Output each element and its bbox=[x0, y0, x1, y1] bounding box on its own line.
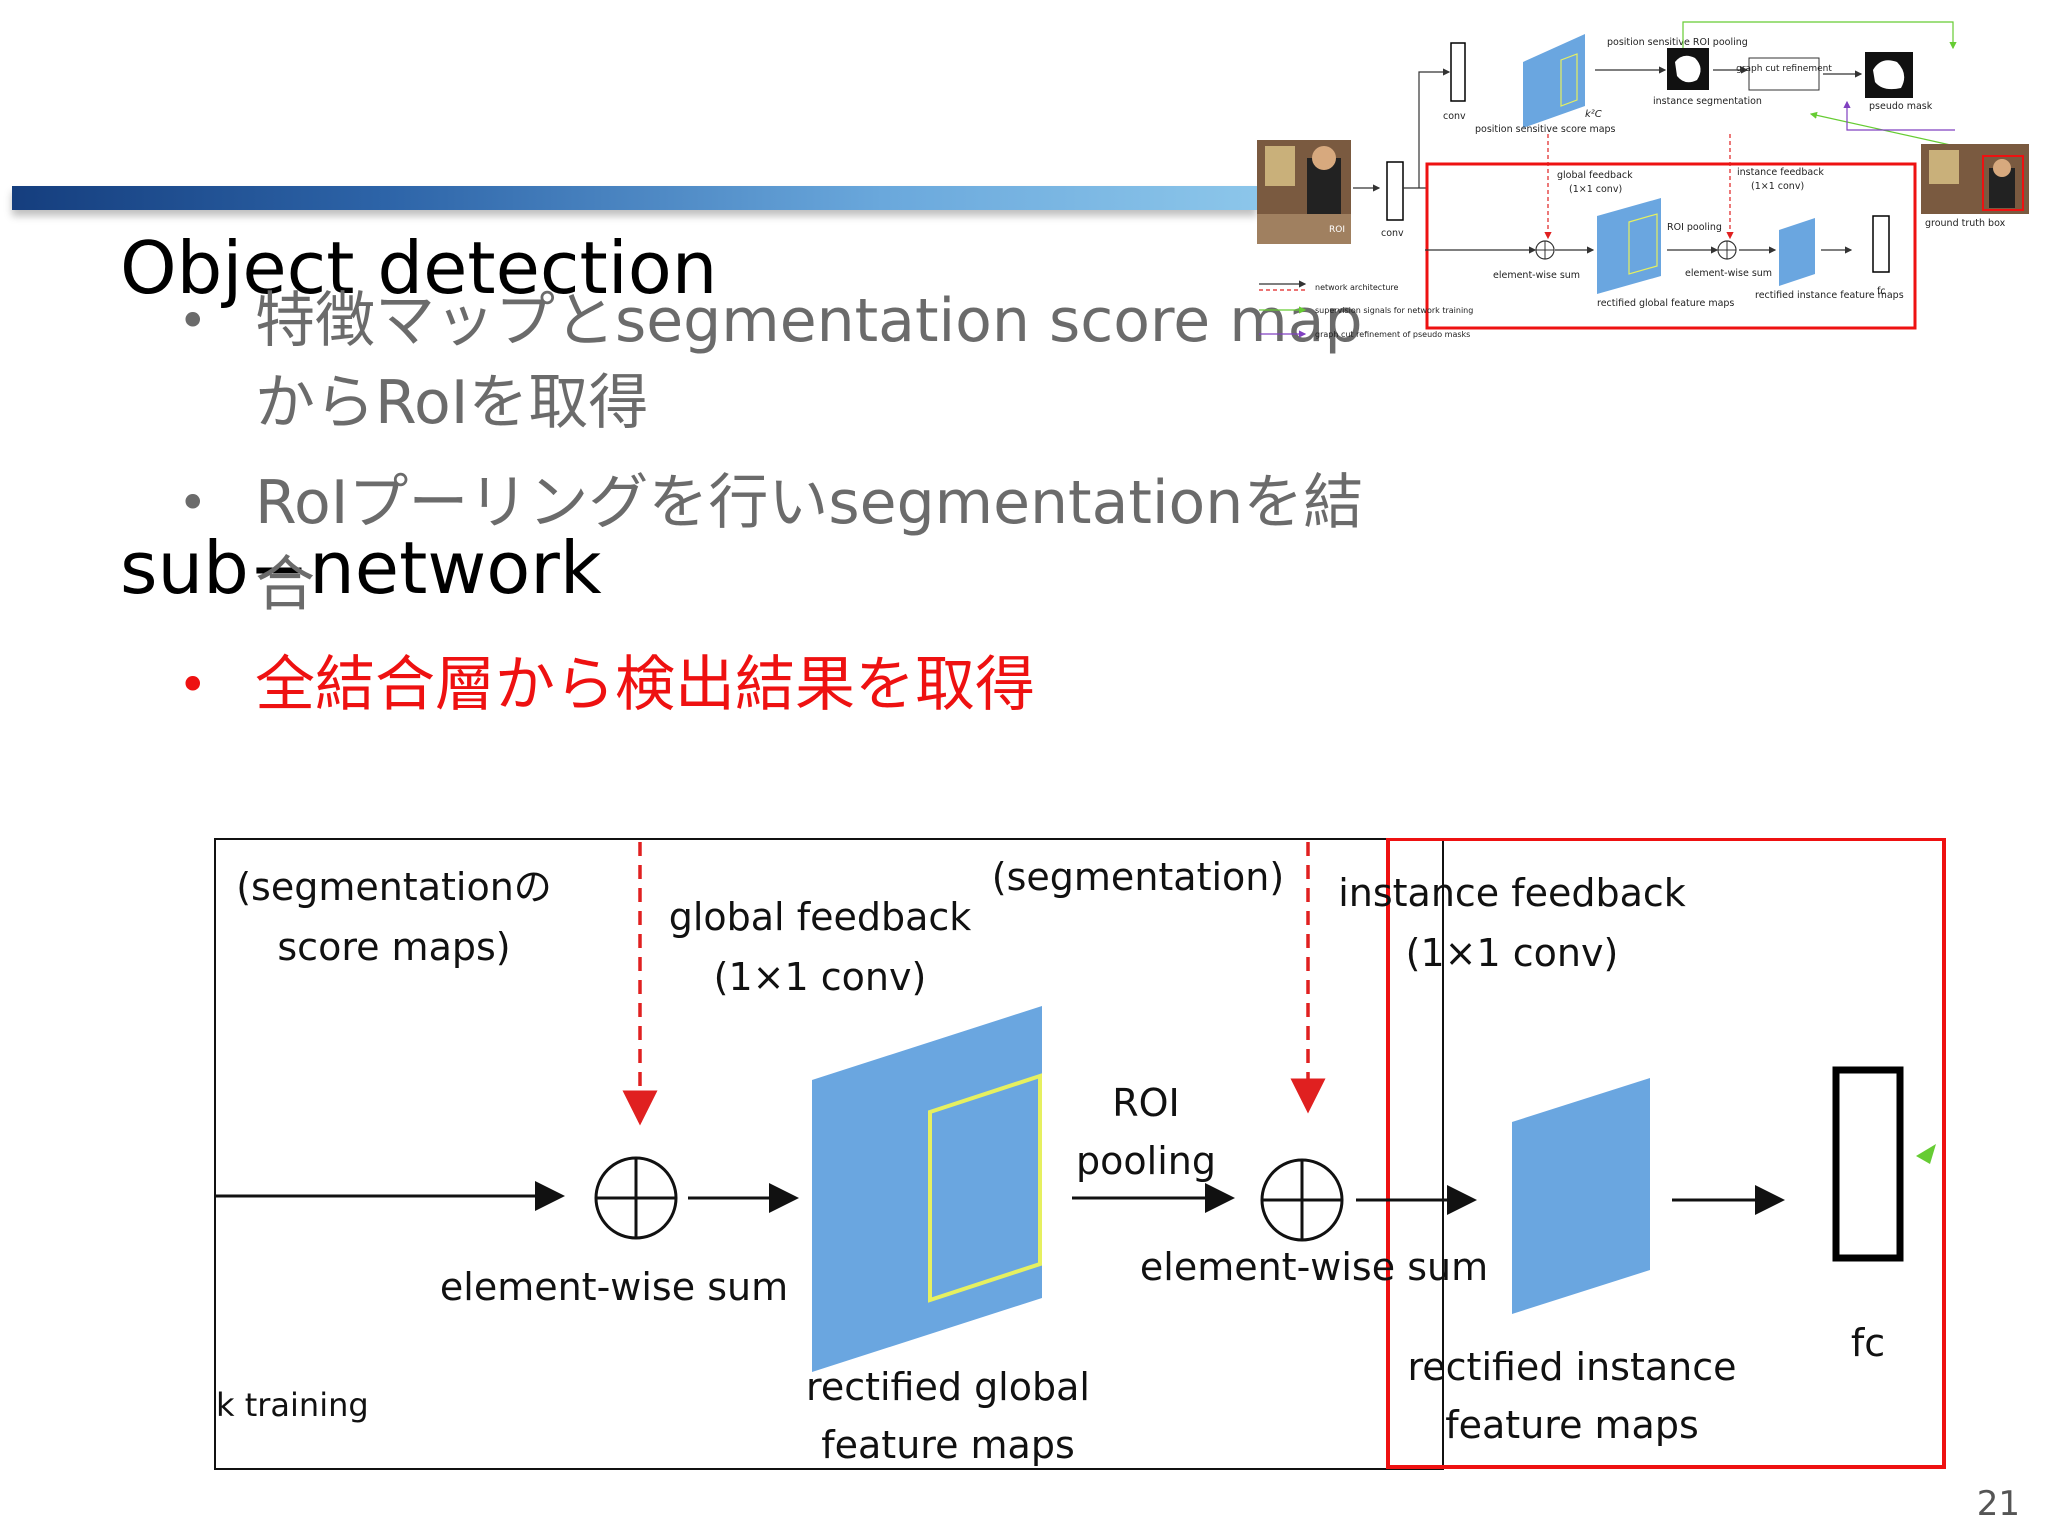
green-supervision-arrow-tip bbox=[1916, 1144, 1936, 1164]
thumb-graph-cut-label: graph cut refinement bbox=[1736, 64, 1832, 74]
thumb-conv-top-box bbox=[1451, 43, 1465, 101]
bullet-item-roi: • 特徴マップとsegmentation score mapからRoIを取得 bbox=[170, 280, 1410, 444]
bullet-item-detection-result: • 全結合層から検出結果を取得 bbox=[170, 644, 1410, 726]
thumb-ps-score-maps-label: position sensitive score maps bbox=[1475, 124, 1616, 135]
rectified-global-label-2: feature maps bbox=[821, 1423, 1075, 1467]
global-feedback-label: global feedback bbox=[669, 895, 972, 939]
thumb-global-feedback-label: global feedback bbox=[1557, 170, 1633, 181]
page-number: 21 bbox=[1977, 1484, 2020, 1524]
bullet-text: 全結合層から検出結果を取得 bbox=[255, 650, 1035, 720]
thumb-graph-cut-box bbox=[1749, 58, 1819, 90]
thumb-score-maps-plane bbox=[1523, 34, 1585, 128]
thumb-fc-box bbox=[1873, 216, 1889, 272]
title-underline-bar bbox=[12, 186, 1257, 210]
bullet-dot-icon: • bbox=[178, 644, 208, 726]
rectified-instance-label-1: rectified instance bbox=[1407, 1345, 1736, 1389]
element-wise-sum-icon-2 bbox=[1262, 1160, 1342, 1240]
thumb-rectified-instance-plane bbox=[1779, 218, 1815, 286]
thumb-legend-supervision-label: supervision signals for network training bbox=[1315, 306, 1473, 315]
architecture-thumbnail: k²C conv position sensitive score maps p… bbox=[1255, 18, 2035, 353]
bullet-dot-icon: • bbox=[178, 462, 208, 544]
thumb-gt-wall bbox=[1929, 150, 1959, 184]
thumb-conv-mid-box bbox=[1387, 162, 1403, 220]
element-wise-sum-label-1: element-wise sum bbox=[440, 1265, 788, 1309]
element-wise-sum-label-2: element-wise sum bbox=[1140, 1245, 1488, 1289]
thumb-roi-image-label: ROI bbox=[1329, 225, 1345, 235]
detection-subnetwork-diagram: (segmentationの score maps) global feedba… bbox=[214, 838, 1946, 1470]
bullet-item-roi-pooling: • RoIプーリングを行いsegmentationを結合 bbox=[170, 462, 1410, 626]
global-feedback-conv-label: (1×1 conv) bbox=[714, 955, 927, 999]
roi-pooling-label-1: ROI bbox=[1112, 1081, 1180, 1125]
thumb-ground-truth-label: ground truth box bbox=[1925, 218, 2006, 229]
k-training-label: k training bbox=[216, 1386, 369, 1424]
thumb-image-face bbox=[1312, 146, 1336, 170]
thumb-conv-mid-label: conv bbox=[1381, 228, 1404, 239]
thumb-instance-feedback-conv: (1×1 conv) bbox=[1751, 181, 1804, 192]
thumb-instance-feedback-label: instance feedback bbox=[1737, 167, 1824, 178]
thumb-conv-top-label: conv bbox=[1443, 111, 1466, 122]
fc-label: fc bbox=[1851, 1321, 1885, 1365]
roi-pooling-label-2: pooling bbox=[1076, 1139, 1216, 1183]
segmentation-label: (segmentation) bbox=[992, 855, 1284, 899]
thumb-legend-network-label: network architecture bbox=[1315, 283, 1399, 292]
thumb-element-wise-sum-1: element-wise sum bbox=[1493, 270, 1580, 281]
thumb-image-wall bbox=[1265, 146, 1295, 186]
rectified-instance-feature-maps bbox=[1512, 1078, 1650, 1314]
bullet-text: 特徴マップとsegmentation score mapからRoIを取得 bbox=[255, 286, 1363, 438]
fc-layer-box bbox=[1836, 1070, 1900, 1258]
bullet-text: RoIプーリングを行いsegmentationを結合 bbox=[255, 468, 1363, 620]
instance-feedback-label: instance feedback bbox=[1338, 871, 1686, 915]
bullet-list: • 特徴マップとsegmentation score mapからRoIを取得 •… bbox=[170, 280, 1410, 744]
thumb-arrow bbox=[1419, 72, 1449, 188]
thumb-gt-face bbox=[1993, 159, 2011, 177]
rectified-global-label-1: rectified global bbox=[806, 1365, 1090, 1409]
thumb-k2c-label: k²C bbox=[1585, 109, 1602, 120]
instance-feedback-conv-label: (1×1 conv) bbox=[1406, 931, 1619, 975]
seg-score-maps-label-1: (segmentationの bbox=[236, 865, 552, 909]
thumb-ps-roi-pooling-label: position sensitive ROI pooling bbox=[1607, 37, 1748, 48]
thumb-roi-pooling-label: ROI pooling bbox=[1667, 222, 1722, 233]
thumb-fc-label: fc bbox=[1877, 286, 1886, 297]
bullet-dot-icon: • bbox=[178, 280, 208, 362]
thumb-pseudo-mask-label: pseudo mask bbox=[1869, 101, 1933, 112]
thumb-global-feedback-conv: (1×1 conv) bbox=[1569, 184, 1622, 195]
element-wise-sum-icon-1 bbox=[596, 1158, 676, 1238]
thumb-instance-segmentation-label: instance segmentation bbox=[1653, 96, 1762, 107]
thumb-rectified-global-label: rectified global feature maps bbox=[1597, 298, 1734, 309]
thumb-element-wise-sum-2: element-wise sum bbox=[1685, 268, 1772, 279]
rectified-instance-label-2: feature maps bbox=[1445, 1403, 1699, 1447]
thumb-legend-graphcut-label: graph cut refinement of pseudo masks bbox=[1315, 330, 1470, 339]
seg-score-maps-label-2: score maps) bbox=[277, 925, 510, 969]
